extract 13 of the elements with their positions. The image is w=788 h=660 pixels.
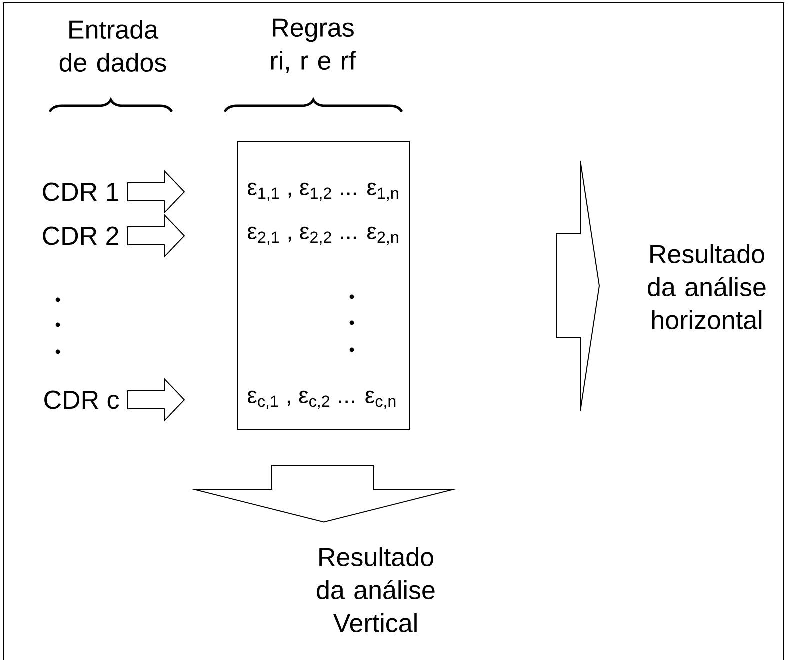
block-arrow bbox=[556, 160, 600, 412]
block-arrow bbox=[128, 170, 186, 214]
result-label: Resultado da análise horizontal bbox=[648, 244, 766, 330]
result-label: Resultado da análise Vertical bbox=[317, 547, 435, 633]
row-label: CDR 1 bbox=[43, 182, 118, 202]
heading-label: Regras ri, r e rf bbox=[271, 18, 356, 74]
matrix-box: ε$_{1,1}$ , ε$_{1,2}$ ... ε$_{1,n}$ ε$_{2,1}$ , ε$_{2,2}$ ... ε$_{2,n}$ ε$_{c,1}$ , ε$_{c,2}$ ... ε$_{c,n}$ bbox=[238, 142, 410, 430]
row-label: CDR 2 bbox=[43, 226, 118, 246]
heading-label: Entrada de dados bbox=[60, 20, 166, 72]
block-arrow bbox=[190, 465, 458, 523]
row-label: CDR c bbox=[44, 390, 120, 410]
block-arrow bbox=[128, 214, 186, 258]
block-arrow bbox=[128, 378, 186, 422]
